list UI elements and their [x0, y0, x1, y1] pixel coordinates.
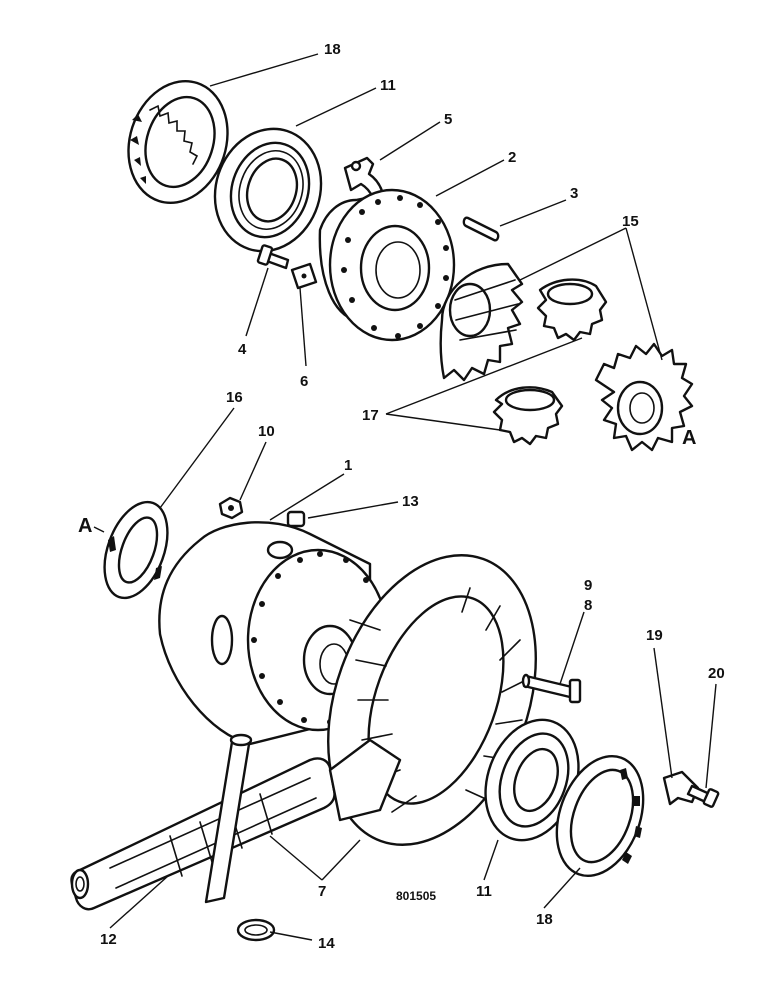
- bolt-4: [256, 244, 290, 270]
- callout-5: 5: [444, 111, 452, 128]
- nut: [218, 496, 244, 520]
- bearing-bottom: [484, 718, 580, 842]
- callout-11-top: 11: [380, 77, 396, 94]
- callout-18-top: 18: [324, 41, 341, 58]
- cross-pin: [462, 216, 500, 242]
- cross-shaft-pin: [204, 733, 253, 904]
- dowel: [286, 510, 306, 528]
- callout-11-bottom: 11: [476, 883, 492, 900]
- callout-16: 16: [226, 389, 243, 406]
- callout-labels: 18 11 5 2 3 15 4 6 17 A 16 10 1 13 A 9 8…: [78, 41, 725, 952]
- lock-ring-bottom: [555, 754, 645, 878]
- callout-1: 1: [344, 457, 352, 474]
- callout-2: 2: [508, 149, 516, 166]
- side-gear-lower: [594, 342, 694, 452]
- bearing-top: [213, 127, 323, 253]
- callout-9: 9: [584, 577, 592, 594]
- callout-17: 17: [362, 407, 379, 424]
- callout-4: 4: [238, 341, 247, 358]
- leader-lines: [93, 53, 717, 941]
- callout-15: 15: [622, 213, 639, 230]
- pinion-gear-upper: [536, 278, 608, 342]
- callout-6: 6: [300, 373, 308, 390]
- bolt-8-9: [521, 673, 582, 704]
- pinion-gear-lower: [492, 386, 564, 446]
- drawing-reference-code: 801505: [396, 889, 436, 903]
- callout-13: 13: [402, 493, 419, 510]
- circlip: [236, 918, 276, 942]
- callout-7: 7: [318, 883, 326, 900]
- callout-a-right: A: [682, 427, 696, 449]
- callout-12: 12: [100, 931, 117, 948]
- callout-19: 19: [646, 627, 663, 644]
- callout-a-left: A: [78, 515, 92, 537]
- callout-3: 3: [570, 185, 578, 202]
- callout-14: 14: [318, 935, 335, 952]
- pinion-shaft: [70, 738, 402, 911]
- lock-plate: [290, 262, 318, 290]
- thrust-washer: [103, 500, 169, 600]
- differential-cover: [318, 188, 456, 342]
- screw: [686, 784, 720, 808]
- callout-20: 20: [708, 665, 725, 682]
- lock-ring-top: [127, 79, 229, 205]
- callout-10: 10: [258, 423, 275, 440]
- callout-8: 8: [584, 597, 592, 614]
- callout-18-bottom: 18: [536, 911, 553, 928]
- side-gear-upper: [439, 262, 524, 382]
